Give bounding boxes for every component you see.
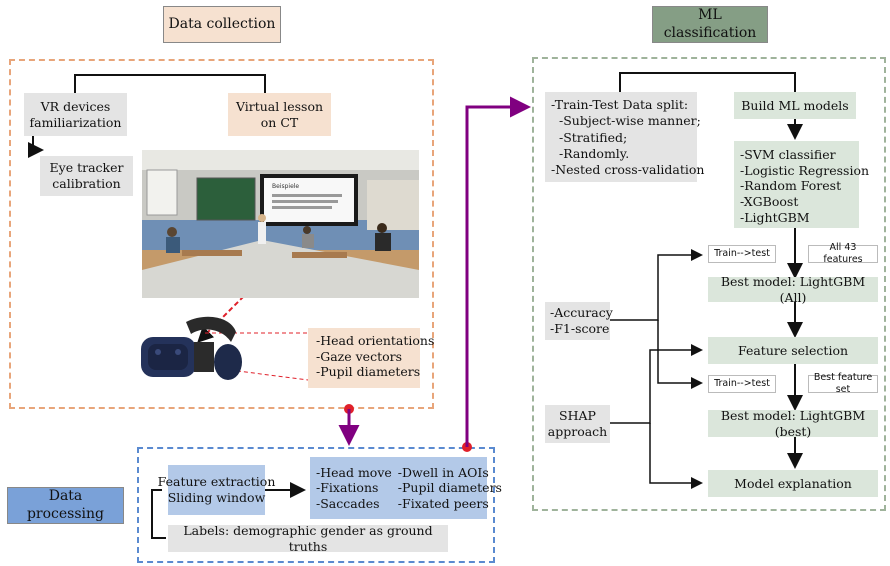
lesson-line1: Virtual lesson (235, 98, 324, 114)
best-model-all-box: Best model: LightGBM (All) (708, 274, 878, 305)
model-logistic-regression: -Logistic Regression (740, 162, 870, 178)
feature-extraction-line2: Sliding window (167, 490, 266, 505)
calib-line2: calibration (52, 176, 121, 191)
metric-f1-score: -F1-score (550, 320, 610, 336)
eye-tracker-calibration-box: Eye tracker calibration (40, 156, 133, 196)
feature-extraction-box: Feature extraction Sliding window (158, 465, 275, 515)
shap-approach-box: SHAP approach (545, 405, 610, 443)
features-list-box: -Head move -Fixations -Saccades -Dwell i… (310, 457, 502, 519)
feature-extraction-line1: Feature extraction (157, 474, 276, 490)
feature-saccades: -Saccades (316, 495, 380, 511)
vr-headset-image (136, 312, 246, 388)
eye-signals-box: -Head orientations -Gaze vectors -Pupil … (308, 328, 434, 388)
signal-gaze-vectors: -Gaze vectors (316, 348, 403, 364)
ml-frame (532, 57, 886, 511)
train-test-label-1: Train-->test (708, 245, 776, 263)
virtual-classroom-image: Beispiele (142, 150, 419, 298)
labels-box: Labels: demographic gender as ground tru… (168, 523, 448, 554)
model-random-forest: -Random Forest (740, 178, 842, 194)
calib-line1: Eye tracker (49, 160, 124, 176)
feature-selection-box: Feature selection (708, 337, 878, 364)
split-randomly: -Randomly. (559, 145, 630, 161)
split-nested-cv: -Nested cross-validation (551, 162, 705, 177)
vr-familiarization-box: VR devices familiarization (24, 93, 127, 136)
data-processing-title: Data processing (7, 487, 124, 524)
split-train-test: -Train-Test Data split: (551, 97, 689, 112)
split-stratified: -Stratified; (559, 129, 628, 145)
best-feature-set-label: Best feature set (808, 372, 878, 395)
feature-fixated-peers: -Fixated peers (397, 495, 489, 511)
data-split-box: -Train-Test Data split: -Subject-wise ma… (545, 92, 705, 182)
ml-classification-title: ML classification (652, 6, 768, 43)
data-collection-title: Data collection (163, 6, 281, 43)
vr-fam-line2: familiarization (29, 114, 122, 130)
metrics-box: -Accuracy -F1-score (545, 302, 613, 340)
shap-line1: SHAP (559, 408, 596, 424)
build-models-box: Build ML models (734, 92, 856, 119)
feature-head-move: -Head move (316, 464, 392, 480)
signal-pupil-diameters: -Pupil diameters (316, 364, 421, 380)
processing-frame (137, 447, 495, 563)
board-heading: Beispiele (272, 183, 299, 190)
vr-fam-line1: VR devices (40, 98, 111, 114)
model-explanation-box: Model explanation (708, 470, 878, 497)
all-features-label: All 43 features (808, 242, 878, 265)
models-list-box: -SVM classifier -Logistic Regression -Ra… (734, 141, 869, 228)
feature-pupil-diameters: -Pupil diameters (397, 480, 502, 496)
shap-line2: approach (547, 424, 608, 439)
collection-frame (9, 59, 434, 409)
feature-dwell-aois: -Dwell in AOIs (397, 464, 489, 480)
signal-head-orientations: -Head orientations (316, 333, 435, 348)
model-lightgbm: -LightGBM (740, 209, 810, 225)
metric-accuracy: -Accuracy (550, 305, 613, 320)
feature-fixations: -Fixations (316, 480, 379, 496)
lesson-line2: on CT (260, 114, 299, 130)
split-subject-wise: -Subject-wise manner; (559, 113, 701, 129)
train-test-label-2: Train-->test (708, 375, 776, 393)
model-xgboost: -XGBoost (740, 193, 799, 209)
model-svm: -SVM classifier (740, 147, 836, 162)
best-model-best-box: Best model: LightGBM (best) (708, 408, 878, 439)
virtual-lesson-box: Virtual lesson on CT (228, 93, 331, 136)
